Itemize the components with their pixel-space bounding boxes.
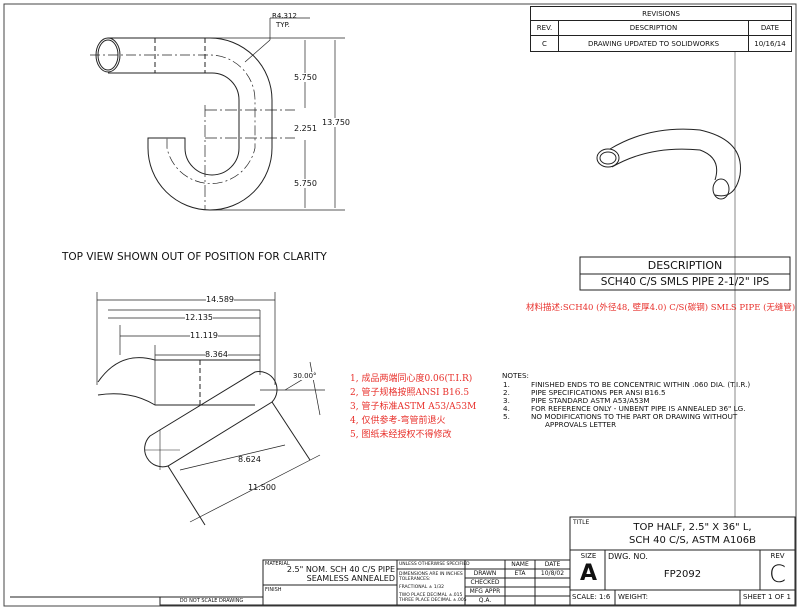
size-label: SIZE: [580, 552, 597, 560]
red-note: 3, 管子标准ASTM A53/A53M: [350, 402, 477, 412]
sheet-border: [3, 3, 797, 607]
top-view-pipe: [90, 37, 295, 211]
side-view-pipe: [97, 357, 311, 526]
dim-13750: 13.750: [322, 118, 350, 127]
dim-5750-top: 5.750: [294, 73, 317, 82]
note-text: APPROVALS LETTER: [545, 420, 617, 429]
dim-2251: 2.251: [294, 124, 317, 133]
date-header: DATE: [748, 20, 792, 36]
dim-11500: 11.500: [248, 483, 276, 492]
note-text: FOR REFERENCE ONLY - UNBENT PIPE IS ANNE…: [531, 404, 746, 413]
title-label: TITLE: [573, 519, 590, 526]
revision-date: 10/16/14: [748, 35, 792, 52]
radius-dim: R4.312: [272, 12, 297, 20]
checked-label: CHECKED: [470, 579, 500, 586]
tolerance-text: FRACTIONAL ± 1/32: [399, 585, 444, 590]
rev-value: C: [769, 560, 786, 588]
revision-description: DRAWING UPDATED TO SOLIDWORKS: [558, 35, 749, 52]
red-note: 1, 成品两端同心度0.06(T.I.R): [350, 374, 473, 384]
weight: WEIGHT:: [618, 593, 648, 601]
drawn-date: 10/8/02: [540, 570, 565, 577]
red-note: 2, 管子规格按照ANSI B16.5: [350, 388, 470, 398]
red-note: 4, 仅供参考-弯管前退火: [350, 416, 446, 426]
radius-note: TYP.: [276, 21, 290, 29]
dwg-no-value: FP2092: [663, 569, 702, 580]
dim-8364: 8.364: [205, 350, 228, 359]
material-value: SEAMLESS ANNEALED: [306, 574, 395, 583]
note-text: PIPE STANDARD ASTM A53/A53M: [531, 396, 650, 405]
note-text: NO MODIFICATIONS TO THE PART OR DRAWING …: [531, 412, 738, 421]
top-view-dimensions: [210, 17, 345, 211]
finish-label: FINISH: [265, 587, 282, 593]
dim-14589: 14.589: [206, 295, 234, 304]
description-red-note: 材料描述:SCH40 (外径48, 壁厚4.0) C/S(碳钢) SMLS PI…: [526, 303, 796, 313]
red-note: 5, 图纸未经授权不得修改: [350, 430, 452, 440]
red-notes: 1, 成品两端同心度0.06(T.I.R) 2, 管子规格按照ANSI B16.…: [350, 372, 476, 442]
scale: SCALE: 1:6: [572, 593, 611, 601]
tolerance-text: TWO PLACE DECIMAL ±.015: [399, 593, 463, 598]
name-header: NAME: [511, 561, 529, 568]
note-number: 3.: [503, 396, 510, 405]
description-header: DESCRIPTION: [558, 20, 749, 36]
note-number: 5.: [503, 412, 510, 421]
description-box-value: SCH40 C/S SMLS PIPE 2-1/2" IPS: [600, 276, 770, 288]
do-not-scale-note: DO NOT SCALE DRAWING: [179, 598, 244, 604]
dim-5750-bottom: 5.750: [294, 179, 317, 188]
material-value: 2.5" NOM. SCH 40 C/S PIPE: [286, 565, 395, 574]
sheet-number: SHEET 1 OF 1: [743, 593, 791, 601]
size-value: A: [579, 561, 598, 586]
revisions-title: REVISIONS: [530, 6, 792, 21]
description-box-header: DESCRIPTION: [647, 259, 723, 272]
iso-view-pipe: [596, 128, 741, 200]
tolerance-text: DIMENSIONS ARE IN INCHES: [399, 572, 463, 577]
tolerance-text: UNLESS OTHERWISE SPECIFIED: [399, 562, 470, 567]
dim-8624: 8.624: [238, 455, 261, 464]
material-label: MATERIAL: [265, 561, 290, 567]
tolerance-text: TOLERANCES:: [399, 577, 431, 582]
title-block-lines: [10, 516, 796, 606]
qa-label: Q.A.: [478, 597, 492, 604]
rev-label: REV: [770, 552, 785, 560]
mfg-label: MFG APPR: [469, 588, 501, 595]
drawn-name: ETA: [514, 570, 526, 577]
dim-angle: 30.00°: [293, 372, 317, 380]
drawing-title: TOP HALF, 2.5" X 36" L,: [633, 522, 752, 533]
note-text: PIPE SPECIFICATIONS PER ANSI B16.5: [531, 388, 666, 397]
note-number: 2.: [503, 388, 510, 397]
dim-12135: 12.135: [185, 313, 213, 322]
drawn-label: DRAWN: [473, 570, 497, 577]
note-number: 4.: [503, 404, 510, 413]
date-header: DATE: [544, 561, 561, 568]
revision-rev: C: [530, 35, 559, 52]
tolerance-text: THREE PLACE DECIMAL ±.005: [399, 598, 467, 603]
notes-title: NOTES:: [502, 371, 529, 380]
view-caption: TOP VIEW SHOWN OUT OF POSITION FOR CLARI…: [62, 251, 327, 263]
dwg-no-label: DWG. NO.: [608, 552, 648, 561]
note-text: FINISHED ENDS TO BE CONCENTRIC WITHIN .0…: [531, 380, 751, 389]
drawing-title: SCH 40 C/S, ASTM A106B: [629, 535, 756, 546]
rev-header: REV.: [530, 20, 559, 36]
dim-11119: 11.119: [190, 331, 218, 340]
side-view-dimensions: [96, 292, 325, 523]
note-number: 1.: [503, 380, 510, 389]
